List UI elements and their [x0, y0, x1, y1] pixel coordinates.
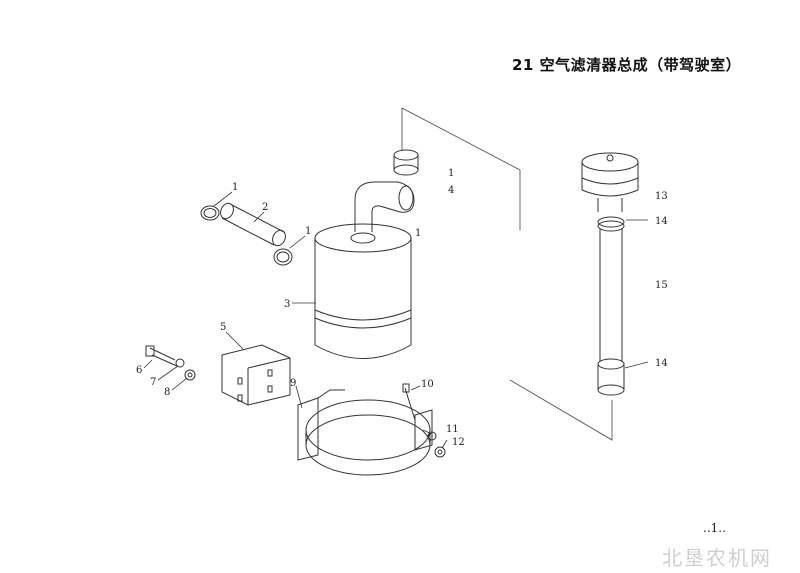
intake-pipe	[599, 228, 623, 362]
callout-10-bolt: 10	[421, 379, 434, 390]
watermark: 北垦农机网	[662, 546, 772, 570]
page-number: ..1..	[703, 521, 726, 535]
callout-9-band-clamp: 9	[290, 378, 296, 389]
mounting-bracket	[221, 344, 291, 406]
callout-6-bolt: 6	[136, 365, 142, 376]
guide-lines	[401, 107, 613, 441]
callout-labels: 1 2 1 3 5 6 7 8 9 10 11 12 1 4 1 13 14 1…	[136, 168, 668, 448]
callout-1-hose-clamp-left: 1	[232, 182, 238, 193]
pipe-clamp-top	[597, 216, 625, 232]
callout-7-washer: 7	[150, 377, 156, 388]
callout-8-nut: 8	[164, 387, 170, 398]
pipe-clamp-bottom	[597, 358, 625, 396]
bolt-set-right	[402, 383, 446, 458]
leader-lines	[143, 191, 649, 449]
elbow-pipe	[354, 181, 415, 232]
filter-canister	[314, 223, 412, 359]
bolt-set-left	[145, 345, 196, 381]
hose-clamp-left	[200, 205, 220, 221]
precleaner-cap	[581, 152, 639, 212]
callout-14-clamp-top: 14	[655, 216, 668, 227]
hose-tube	[220, 202, 286, 247]
callout-1-hose-clamp-right: 1	[305, 226, 311, 237]
callout-1-top: 1	[448, 168, 454, 179]
hose-clamp-right	[273, 248, 293, 266]
callout-3-canister: 3	[284, 299, 290, 310]
callout-14-clamp-bottom: 14	[655, 358, 668, 369]
callout-11-washer: 11	[446, 424, 459, 435]
callout-15-pipe: 15	[655, 280, 668, 291]
callout-4-top: 4	[448, 185, 454, 196]
top-fitting	[393, 149, 419, 176]
callout-1-side: 1	[415, 228, 421, 239]
callout-12-nut: 12	[452, 437, 465, 448]
callout-5-bracket: 5	[220, 322, 226, 333]
band-clamp	[297, 389, 433, 476]
callout-13-precleaner: 13	[655, 191, 668, 202]
diagram-title: 21 空气滤清器总成（带驾驶室）	[512, 56, 742, 74]
callout-2-hose: 2	[262, 202, 268, 213]
